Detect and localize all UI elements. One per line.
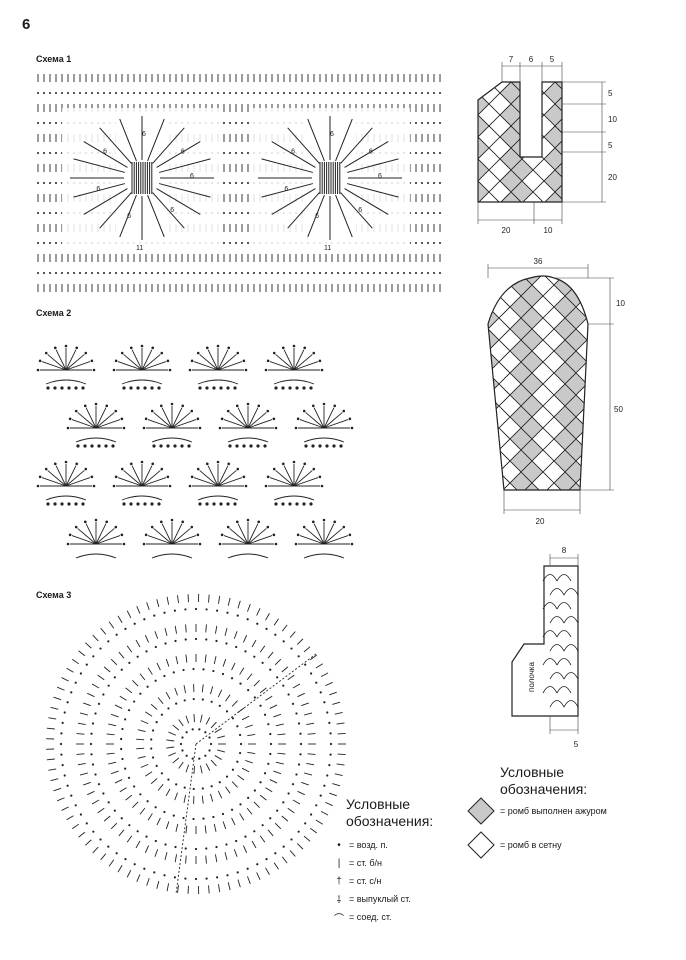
front-top-width: 8 xyxy=(562,546,567,555)
sleeve-diagram: 36 10 50 20 xyxy=(487,257,625,526)
legend-stitch-post: ⸸ = выпуклый ст. xyxy=(332,890,411,908)
legend-stitch-post-text: = выпуклый ст. xyxy=(349,894,411,904)
motif-repeat-label: 6 xyxy=(181,148,185,155)
back-height-4: 20 xyxy=(608,173,617,182)
motif-repeat-label: 6 xyxy=(315,213,319,220)
scheme-1-diagram: 6 6 6 6 6 6 6 11 6 6 6 6 6 6 6 11 xyxy=(37,74,441,292)
back-width-bottom-1: 20 xyxy=(502,226,511,235)
legend-stitch-single: | = ст. б/н xyxy=(332,854,411,872)
back-height-2: 10 xyxy=(608,115,617,124)
motif-repeat-label: 6 xyxy=(358,207,362,214)
post-stitch-icon: ⸸ xyxy=(336,895,342,906)
single-crochet-icon: | xyxy=(337,857,341,869)
motif-repeat-label: 6 xyxy=(103,148,107,155)
back-piece-diagram: 7 6 5 5 10 5 20 20 10 xyxy=(477,55,617,235)
sleeve-length: 50 xyxy=(614,405,623,414)
legend-stitch-chain: • = возд. п. xyxy=(332,836,411,854)
motif-repeat-label: 6 xyxy=(284,186,288,193)
legend-stitch-slip: ⌒ = соед. ст. xyxy=(332,908,411,926)
scheme-2-label: Схема 2 xyxy=(36,308,72,318)
chain-dot-icon: • xyxy=(337,839,341,851)
sleeve-cap-height: 10 xyxy=(616,299,625,308)
legend-stitch-chain-text: = возд. п. xyxy=(349,840,388,850)
scheme-1-label: Схема 1 xyxy=(36,54,72,64)
scheme-3-label: Схема 3 xyxy=(36,590,72,600)
legend-stitch-double-text: = ст. с/н xyxy=(349,876,382,886)
legend-stitch-double: † = ст. с/н xyxy=(332,872,411,890)
legend-rhombus-item-empty: = ромб в сетну xyxy=(466,830,607,860)
scheme-2-diagram xyxy=(36,344,354,559)
sleeve-top-width: 36 xyxy=(534,257,543,266)
back-height-3: 5 xyxy=(608,141,613,150)
motif-repeat-label: 6 xyxy=(378,173,382,180)
front-bottom-width: 5 xyxy=(574,740,579,749)
back-width-bottom-2: 10 xyxy=(544,226,553,235)
motif-center-label: 11 xyxy=(324,245,331,252)
back-width-top-2: 6 xyxy=(529,55,534,64)
double-crochet-icon: † xyxy=(336,875,342,887)
legend-stitches-title: Условные обозначения: xyxy=(346,796,433,830)
motif-repeat-label: 6 xyxy=(142,131,146,138)
legend-stitches-title-line2: обозначения: xyxy=(346,813,434,829)
legend-stitches-list: • = возд. п. | = ст. б/н † = ст. с/н ⸸ =… xyxy=(332,836,411,926)
legend-rhombus-filled-text: = ромб выполнен ажуром xyxy=(500,806,607,816)
legend-rhombus-title-line1: Условные xyxy=(500,764,565,780)
legend-rhombus-empty-text: = ромб в сетну xyxy=(500,840,562,850)
rhombus-empty-icon xyxy=(467,831,495,859)
legend-rhombus-title-line2: обозначения: xyxy=(500,781,588,797)
rhombus-filled-icon xyxy=(467,797,495,825)
legend-stitch-single-text: = ст. б/н xyxy=(349,858,383,868)
scheme-3-diagram xyxy=(46,594,346,895)
front-piece-label: полочка xyxy=(527,662,536,692)
back-width-top-1: 7 xyxy=(509,55,514,64)
motif-repeat-label: 6 xyxy=(170,207,174,214)
legend-stitches-title-line1: Условные xyxy=(346,796,411,812)
sleeve-bottom-width: 20 xyxy=(536,517,545,526)
page-number: 6 xyxy=(22,16,31,33)
front-piece-diagram: 8 5 полочка xyxy=(511,546,579,749)
back-width-top-3: 5 xyxy=(550,55,555,64)
motif-repeat-label: 6 xyxy=(330,131,334,138)
motif-repeat-label: 6 xyxy=(190,173,194,180)
legend-rhombus-list: = ромб выполнен ажуром = ромб в сетну xyxy=(466,796,607,860)
motif-center-label: 11 xyxy=(136,245,143,252)
legend-rhombus-item-filled: = ромб выполнен ажуром xyxy=(466,796,607,826)
legend-rhombus-title: Условные обозначения: xyxy=(500,764,587,798)
motif-repeat-label: 6 xyxy=(369,148,373,155)
motif-repeat-label: 6 xyxy=(291,148,295,155)
back-height-1: 5 xyxy=(608,89,613,98)
legend-stitch-slip-text: = соед. ст. xyxy=(349,912,392,922)
motif-repeat-label: 6 xyxy=(127,213,131,220)
slip-stitch-icon: ⌒ xyxy=(334,913,344,925)
motif-repeat-label: 6 xyxy=(96,186,100,193)
